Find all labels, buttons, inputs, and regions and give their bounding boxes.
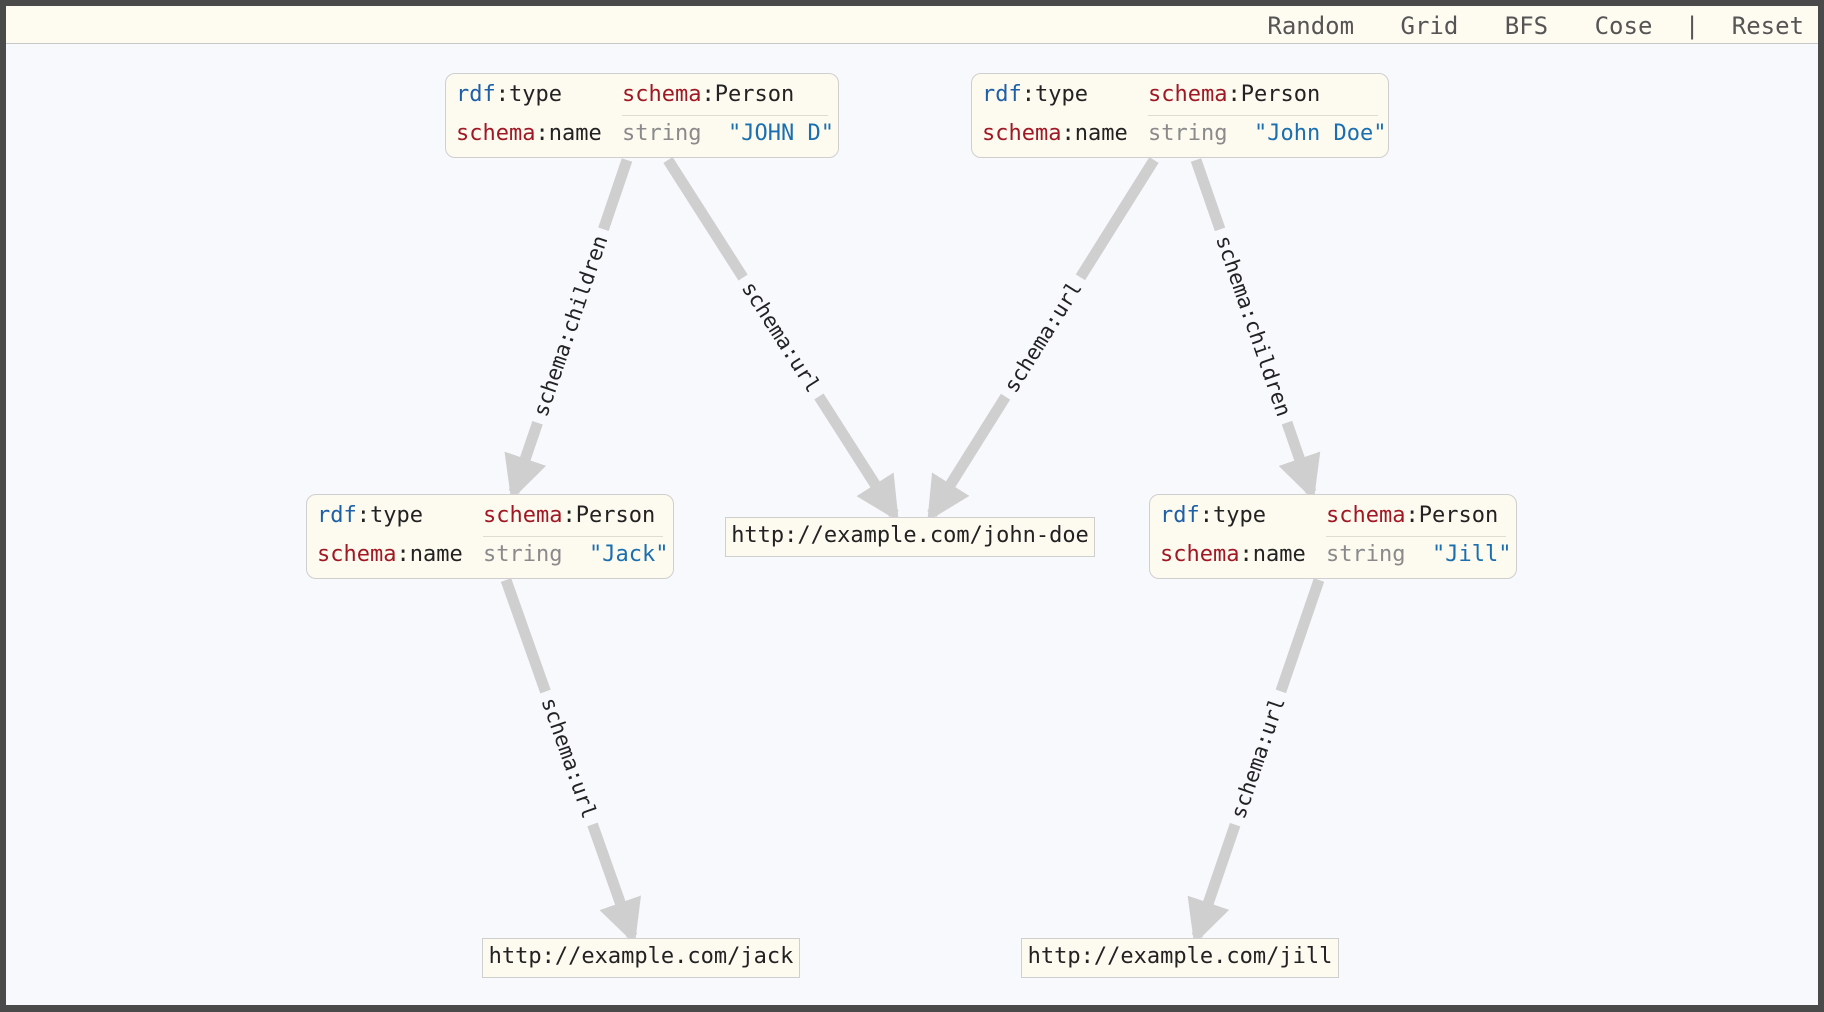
schema-prefix: schema (1160, 542, 1240, 567)
edge-label: schema:url (999, 277, 1087, 397)
class-name: :Person (701, 82, 795, 107)
datatype-label: string (622, 121, 702, 146)
iri-node[interactable]: http://example.com/john-doe (725, 517, 1095, 557)
schema-prefix: schema (1326, 503, 1406, 528)
class-name: :Person (1405, 503, 1499, 528)
schema-prefix: schema (622, 82, 702, 107)
graph-view: Random Grid BFS Cose | Reset schema:chil… (6, 6, 1818, 1005)
rdf-prefix: rdf (982, 82, 1022, 107)
toolbar: Random Grid BFS Cose | Reset (6, 6, 1818, 44)
literal-value: "John Doe" (1253, 121, 1387, 146)
row-divider (622, 115, 828, 116)
type-predicate: :type (356, 503, 423, 528)
cose-layout-button[interactable]: Cose (1594, 12, 1653, 40)
edge-label: schema:children (1211, 232, 1296, 419)
type-predicate: :type (495, 82, 562, 107)
literal-value: "Jill" (1431, 542, 1512, 567)
edge-label: schema:url (737, 277, 825, 396)
datatype-label: string (483, 542, 563, 567)
layout-menu: Random Grid BFS Cose | Reset (1235, 12, 1804, 40)
edge-label-background (1206, 224, 1301, 428)
schema-prefix: schema (982, 121, 1062, 146)
edge-label-background (993, 269, 1093, 405)
schema-prefix: schema (317, 542, 397, 567)
type-predicate: :type (1021, 82, 1088, 107)
schema-prefix: schema (483, 503, 563, 528)
edge-label-background (731, 270, 831, 404)
literal-value: "Jack" (588, 542, 669, 567)
datatype-label: string (1326, 542, 1406, 567)
name-predicate: :name (396, 542, 463, 567)
class-name: :Person (1227, 82, 1321, 107)
edge-label-background (532, 686, 606, 830)
grid-layout-button[interactable]: Grid (1400, 12, 1459, 40)
edge-label-background (1221, 686, 1295, 830)
edge-label: schema:url (537, 694, 602, 821)
datatype-label: string (1148, 121, 1228, 146)
name-predicate: :name (535, 121, 602, 146)
name-predicate: :name (1061, 121, 1128, 146)
edge-label: schema:children (529, 232, 613, 419)
bfs-layout-button[interactable]: BFS (1504, 12, 1549, 40)
schema-prefix: schema (456, 121, 536, 146)
reset-button[interactable]: Reset (1731, 12, 1804, 40)
type-predicate: :type (1199, 503, 1266, 528)
edge-label-background (524, 224, 617, 428)
row-divider (483, 536, 663, 537)
schema-prefix: schema (1148, 82, 1228, 107)
class-name: :Person (562, 503, 656, 528)
literal-value: "JOHN D" (727, 121, 834, 146)
rdf-prefix: rdf (456, 82, 496, 107)
name-predicate: :name (1239, 542, 1306, 567)
iri-node[interactable]: http://example.com/jill (1021, 938, 1339, 978)
toolbar-separator: | (1684, 12, 1700, 40)
row-divider (1326, 536, 1506, 537)
iri-node[interactable]: http://example.com/jack (482, 938, 800, 978)
edge-label: schema:url (1226, 694, 1290, 821)
rdf-prefix: rdf (317, 503, 357, 528)
row-divider (1148, 115, 1378, 116)
random-layout-button[interactable]: Random (1267, 12, 1355, 40)
rdf-prefix: rdf (1160, 503, 1200, 528)
edge-canvas: schema:children schema:url schema:url schem… (500, 157, 1325, 945)
